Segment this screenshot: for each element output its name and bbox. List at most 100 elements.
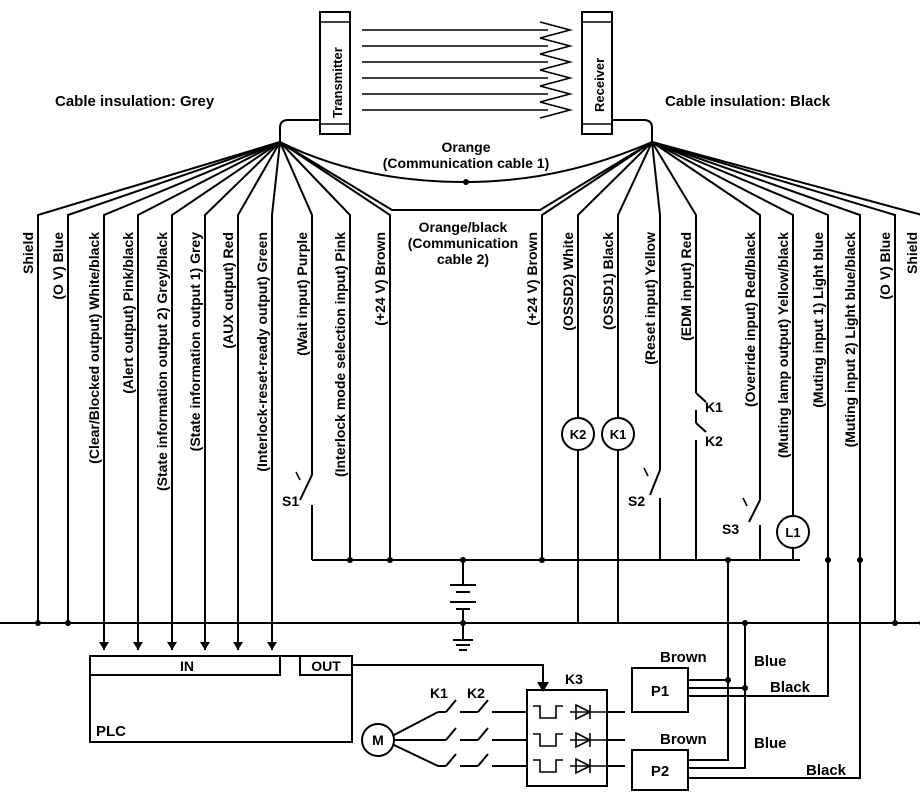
svg-text:K2: K2 [705, 433, 723, 449]
svg-text:P2: P2 [651, 763, 669, 780]
wire-right-2-label: (OSSD1) Black [600, 232, 616, 330]
plc-in-label: IN [180, 658, 194, 674]
receiver-label: Receiver [592, 58, 607, 112]
wire-left-6-label: (AUX output) Red [220, 232, 236, 349]
wire-right-4: (EDM input) Red [651, 141, 697, 380]
transmitter-label: Transmitter [330, 47, 345, 118]
beam-arrow [362, 21, 574, 39]
orange-black-label: Orange/black [419, 219, 508, 235]
wire-left-10-label: (+24 V) Brown [372, 232, 388, 326]
p2-black-label: Black [806, 762, 847, 779]
switch-s3: S3 [722, 485, 761, 560]
wire-right-4-label: (EDM input) Red [678, 232, 694, 341]
contact-row [438, 699, 527, 713]
wire-left-8: (Wait input) Purple [279, 141, 313, 460]
comm-cable-2-label-line1: (Communication [408, 235, 518, 251]
switch-s2: S2 [628, 460, 661, 560]
wire-right-5-label: (Override input) Red/black [742, 232, 758, 407]
plc-out-label: OUT [311, 658, 341, 674]
receiver-cable-label: Cable insulation: Black [665, 93, 831, 110]
relay-coil-k1: K1 [601, 417, 635, 623]
communication-cable-2 [279, 141, 653, 211]
ssr-channel [533, 757, 625, 775]
switch-s1: S1 [282, 460, 313, 560]
wire-left-2-label: (Clear/Blocked output) White/black [86, 232, 102, 464]
relay-coil-k2: K2 [561, 417, 595, 623]
wire-right-0-label: (+24 V) Brown [524, 232, 540, 326]
wire-left-9: (Interlock mode selection input) Pink [279, 141, 353, 563]
beam-arrow [362, 69, 574, 87]
wire-right-9-label: (O V) Blue [877, 232, 893, 300]
contactor-contacts [438, 699, 527, 767]
edm-contacts: K1 K2 [695, 380, 723, 560]
beam-arrow [362, 101, 574, 119]
p2-brown-label: Brown [660, 731, 707, 748]
wire-left-5-label: (State information output 1) Grey [187, 232, 203, 452]
contact-row [438, 727, 527, 741]
contact-row [438, 753, 527, 767]
wire-left-7: (Interlock-reset-ready output) Green [254, 141, 281, 650]
ssr-channel [533, 731, 625, 749]
plc-out-wire [352, 664, 544, 690]
beam-arrow [362, 53, 574, 71]
svg-text:S3: S3 [722, 521, 739, 537]
plc-input-block [89, 655, 281, 676]
p2-blue-label: Blue [754, 735, 787, 752]
wire-right-8-label: (Muting input 2) Light blue/black [842, 232, 858, 448]
beam-arrow [362, 85, 574, 103]
transmitter-box [319, 11, 351, 135]
contactor-k1-label: K1 [430, 685, 448, 701]
motor: M [361, 711, 439, 767]
muting-lamp-l1: L1 [776, 500, 810, 560]
p1-brown-label: Brown [660, 649, 707, 666]
p1-blue-label: Blue [754, 653, 787, 670]
wire-right-9: (O V) Blue [651, 141, 898, 626]
wire-right-5: (Override input) Red/black [651, 141, 761, 485]
wire-right-3: (Reset input) Yellow [642, 141, 661, 460]
beam-arrow [362, 37, 574, 55]
wire-left-7-label: (Interlock-reset-ready output) Green [254, 232, 270, 472]
wire-right-10-label: Shield [904, 232, 920, 274]
wire-right-7-label: (Muting input 1) Light blue [810, 232, 826, 408]
ssr-elements [533, 703, 625, 775]
orange-label: Orange [441, 139, 490, 155]
receiver-box [581, 11, 613, 135]
svg-text:M: M [372, 732, 384, 748]
wire-right-1: (OSSD2) White [560, 141, 653, 418]
svg-text:K1: K1 [610, 427, 627, 442]
wire-left-2: (Clear/Blocked output) White/black [86, 141, 281, 650]
sensor-p1 [631, 667, 689, 713]
wire-left-3-label: (Alert output) Pink/black [120, 232, 136, 394]
wire-left-1-label: (O V) Blue [50, 232, 66, 300]
wire-left-10: (+24 V) Brown [279, 141, 393, 563]
wire-right-0: (+24 V) Brown [524, 141, 653, 563]
wire-right-6: (Muting lamp output) Yellow/black [651, 141, 794, 500]
wire-left-8-label: (Wait input) Purple [294, 232, 310, 356]
wire-left-3: (Alert output) Pink/black [120, 141, 281, 650]
wire-left-1: (O V) Blue [50, 141, 281, 626]
svg-text:K2: K2 [570, 427, 587, 442]
svg-text:K1: K1 [705, 399, 723, 415]
wire-group: Shield (O V) Blue (Clear/Blocked output) W… [20, 141, 920, 650]
ssr-channel [533, 703, 625, 721]
plc-label: PLC [96, 723, 126, 740]
wire-left-6: (AUX output) Red [220, 141, 281, 650]
wire-left-4-label: (State information output 2) Grey/black [154, 232, 170, 491]
wire-right-7: (Muting input 1) Light blue [651, 141, 831, 563]
light-beams [362, 21, 574, 119]
sensor-p2 [631, 749, 689, 791]
wire-left-0-label: Shield [20, 232, 36, 274]
wire-right-6-label: (Muting lamp output) Yellow/black [775, 232, 791, 458]
wire-left-0: Shield [20, 141, 281, 626]
comm-cable-1-label: (Communication cable 1) [383, 155, 549, 171]
svg-text:S1: S1 [282, 493, 299, 509]
wire-right-2: (OSSD1) Black [600, 141, 653, 418]
svg-text:L1: L1 [785, 525, 800, 540]
ssr-k3-label: K3 [565, 671, 583, 687]
wire-left-5: (State information output 1) Grey [187, 141, 281, 650]
svg-text:S2: S2 [628, 493, 645, 509]
contactor-k2-label: K2 [467, 685, 485, 701]
svg-text:P1: P1 [651, 683, 669, 700]
